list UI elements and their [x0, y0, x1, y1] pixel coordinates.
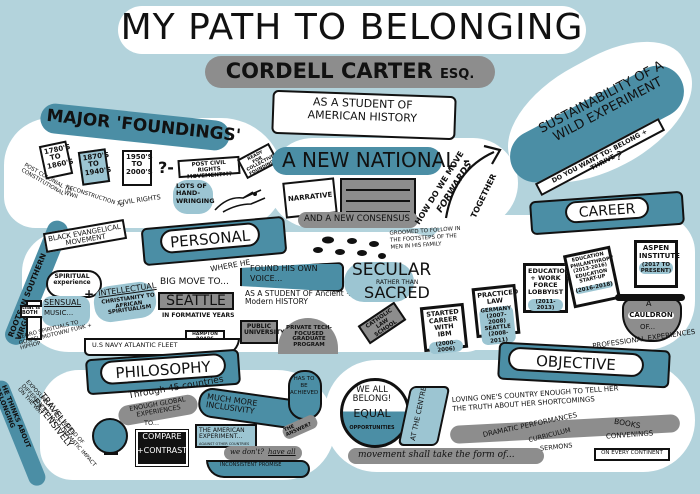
title-bubble [118, 6, 586, 54]
achieved-text: HAS TO BE ACHIEVED [290, 376, 319, 397]
public-university: PUBLIC UNIVERSITY [240, 320, 284, 344]
national-heading-bg [272, 147, 442, 175]
hand-wringing-note: LOTS OF HAND-WRINGING [176, 182, 215, 205]
cauldron-a: A [646, 299, 652, 308]
cauldron-label: CAULDRON [628, 311, 674, 319]
era-3: 1950's to 2000's [122, 150, 153, 186]
cauldron-icon [622, 298, 682, 342]
subtitle-bubble [205, 56, 495, 88]
globe-icon [92, 418, 128, 454]
career-frame-ibm: STARTED CAREER WITH IBM (2000-2006) [419, 302, 469, 355]
secular-bg [344, 262, 414, 302]
contrast-text: +CONTRAST [136, 446, 188, 455]
we-dont-text: we don't? [230, 448, 265, 456]
consensus-bg [298, 212, 418, 228]
we-dont-bg [224, 446, 302, 460]
american-experiment-text: THE AMERICAN EXPERIMENT... [199, 427, 245, 441]
career-frame-lobbyist: EDUCATION + WORK FORCE LOBBYIST (2011-20… [523, 263, 571, 313]
cross-text: that is BOTH [22, 305, 41, 316]
music-label: MUSIC... [44, 309, 74, 317]
sensual-label: SENSUAL [44, 298, 81, 307]
career-frame-years: (2017 TO PRESENT) [639, 262, 673, 275]
american-experiment-sub: AGAINST OTHER COUNTRIES [199, 441, 250, 446]
we-all-belong: WE ALL BELONG! [352, 385, 392, 404]
have-all-text: have all [268, 448, 296, 456]
globe-stand [104, 452, 118, 455]
sensual-bg [42, 296, 90, 326]
career-frame-philanthropy: EDUCATION PHILANTHROPY (2013-2016) EDUCA… [562, 245, 622, 309]
post-civil-rights-box: POST CIVIL RIGHTS MOVEMENT??? [177, 155, 241, 180]
private-program: PRIVATE TECH-FOCUSED GRADUATE PROGRAM [286, 325, 332, 348]
career-frame-aspen: ASPEN INSTITUTE (2017 TO PRESENT) [634, 240, 680, 288]
found-voice: FOUND HIS OWN VOICE... [250, 264, 318, 283]
american-experiment-box: THE AMERICAN EXPERIMENT... AGAINST OTHER… [195, 424, 257, 448]
equal-label: EQUAL [353, 407, 391, 420]
era-2: 1870's to 1940's [77, 148, 112, 186]
cauldron-rim [615, 294, 685, 301]
hampton-roads-tag: HAMPTON ROADS [185, 330, 225, 342]
career-frame-title: ASPEN INSTITUTE [639, 244, 680, 260]
inconsistent-promise: INCONSISTENT PROMISE [220, 462, 282, 468]
footsteps-icon [313, 236, 386, 259]
sacred-label: SACRED [364, 283, 430, 302]
forward-arrow-icon [444, 144, 502, 219]
formative-years: IN FORMATIVE YEARS [162, 312, 235, 319]
spiritual-experience: SPIRITUAL experience [53, 273, 91, 286]
foundings-question: ?- [158, 158, 174, 177]
movement-text: movement shall take the form of... [358, 450, 515, 460]
author-name: CORDELL CARTER ESQ. [205, 61, 495, 82]
navy-label: U.S NAVY ATLANTIC FLEET [92, 341, 178, 349]
career-frame-years: GERMANY (2007-2008) SEATTLE (2008-2011) [478, 305, 517, 346]
student-ancient-modern: AS A STUDENT OF Ancient + Modern HISTORY [245, 289, 353, 306]
cauldron-of: OF... [640, 323, 656, 331]
hands-icon [214, 189, 266, 213]
sustainability-question-mark: ? [616, 149, 623, 163]
career-frame-title: PRACTICED LAW [476, 287, 519, 307]
page-title: MY PATH TO BELONGING [120, 7, 584, 48]
every-continent-tag: ON EVERY CONTINENT [594, 448, 670, 461]
career-frame-title: STARTED CAREER WITH IBM [425, 307, 460, 340]
author-suffix: ESQ. [440, 67, 475, 82]
career-frame-title: EDUCATION PHILANTHROPY (2013-2016) EDUCA… [569, 251, 615, 285]
compare-box [135, 429, 189, 467]
career-frame-years: (2011-2013) [528, 298, 563, 311]
intro-banner-text: AS A STUDENT OF AMERICAN HISTORY [307, 95, 418, 125]
big-move-label: BIG MOVE TO... [160, 277, 229, 287]
secular-label: SECULAR [352, 260, 432, 280]
spiritual-cloud [46, 270, 102, 298]
opportunities-label: OPPORTUNITIES [349, 425, 395, 431]
rather-than: RATHER THAN [376, 279, 419, 286]
to-label: TO... [144, 419, 160, 427]
consensus-text: AND A NEW CONSENSUS [304, 214, 410, 224]
author-name-text: CORDELL CARTER [225, 59, 433, 83]
career-frame-title: EDUCATION + WORK FORCE LOBBYIST [528, 267, 571, 297]
national-heading: A NEW NATIONAL - [282, 148, 471, 172]
compare-text: COMPARE [142, 432, 182, 441]
hand-wringing-bg [173, 180, 213, 214]
plus-sign: + [84, 287, 95, 301]
seattle-box: SEATTLE [158, 292, 234, 310]
movement-bg [348, 448, 544, 464]
career-frame-law: PRACTICED LAW GERMANY (2007-2008) SEATTL… [471, 283, 521, 346]
